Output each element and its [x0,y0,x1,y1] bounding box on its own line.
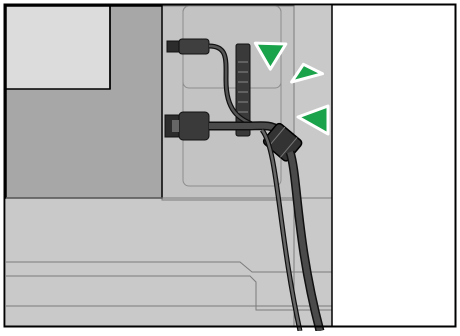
power-plug [165,112,209,140]
audio-plug [167,39,209,54]
monitor-screen [6,6,110,89]
